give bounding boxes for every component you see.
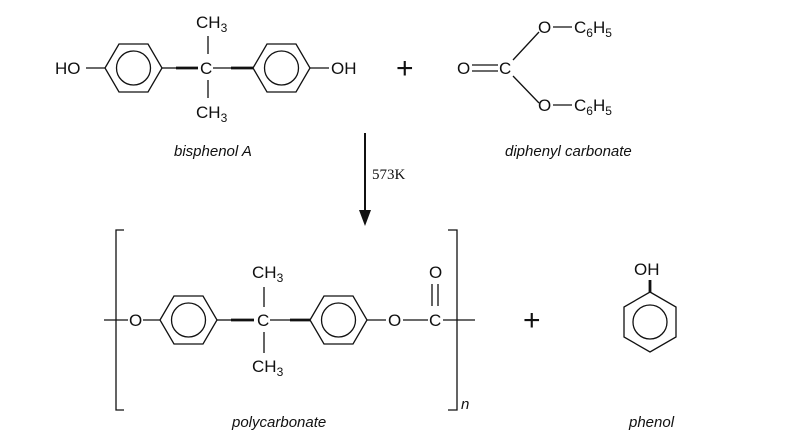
dpc-carbon-label: C [499,59,511,78]
pc-carbonyl-carbon-label: C [429,311,441,330]
polycarbonate-structure: n O C O C O CH3 CH3 [104,229,475,413]
bisphenol-a-caption: bisphenol A [174,143,252,160]
dpc-phenyl-bottom-label: C6H5 [574,96,612,118]
product-plus-sign: + [523,304,541,337]
dpc-bond-carbon-oxygen-bottom [512,75,540,104]
phenol-structure: OH [623,260,677,353]
dpc-bond-carbon-oxygen-top [512,31,540,61]
reaction-arrow-head [359,210,371,226]
pc-carbonyl-oxygen-label: O [429,263,442,282]
phenol-caption: phenol [628,414,675,431]
diphenyl-carbonate-structure: O C O C6H5 O C6H5 [457,18,612,118]
bpa-methyl-bottom-label: CH3 [196,103,228,125]
bpa-methyl-top-label: CH3 [196,13,228,35]
reaction-condition-label: 573K [372,167,406,183]
reactant-plus-sign: + [396,52,414,85]
pc-aromatic-circle-right [320,302,357,338]
diphenyl-carbonate-caption: diphenyl carbonate [505,143,632,160]
bpa-hydroxyl-left-label: HO [55,59,81,78]
pc-oxygen-left-label: O [129,311,142,330]
pc-oxygen-right-label: O [388,311,401,330]
dpc-ester-oxygen-bottom-label: O [538,96,551,115]
bpa-hydroxyl-right-label: OH [331,59,357,78]
phenol-hydroxyl-label: OH [634,260,660,279]
phenol-aromatic-circle [632,304,668,340]
dpc-phenyl-top-label: C6H5 [574,18,612,40]
pc-aromatic-circle-left [170,302,207,338]
dpc-ester-oxygen-top-label: O [538,18,551,37]
bpa-aromatic-circle-left [115,50,152,86]
phenol-benzene-ring [623,291,677,353]
polymer-repeat-subscript: n [461,396,469,413]
bisphenol-a-structure: HO C OH CH3 CH3 [55,13,357,125]
pc-methyl-top-label: CH3 [252,263,284,285]
pc-central-carbon-label: C [257,311,269,330]
pc-methyl-bottom-label: CH3 [252,357,284,379]
polycarbonate-caption: polycarbonate [231,414,326,431]
bpa-aromatic-circle-right [263,50,300,86]
reaction-arrow [359,133,371,226]
dpc-carbonyl-oxygen-label: O [457,59,470,78]
bpa-central-carbon-label: C [200,59,212,78]
